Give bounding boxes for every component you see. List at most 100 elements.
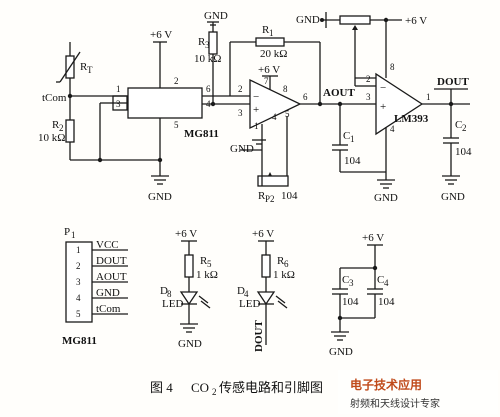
lm-pin-3: 3 [366, 92, 371, 102]
c4-value: 104 [378, 296, 395, 308]
gnd-label-2: GND [374, 192, 398, 204]
led-d4 [256, 291, 276, 306]
led-signal: +6 V R 6 1 kΩ D 4 LED DOUT [237, 228, 295, 352]
mg-pin-1: 1 [116, 84, 121, 94]
r2-ref: R [52, 119, 60, 131]
lm393-comparator: − + 2 3 8 4 1 LM393 [354, 62, 470, 180]
figure-caption: 图 4 CO 2 传感电路和引脚图 [150, 380, 323, 397]
lm-plus: + [380, 101, 386, 113]
rp2-ref: R [258, 190, 266, 202]
r1-feedback: R 1 20 kΩ [229, 24, 321, 96]
vcc-label-lm: +6 V [405, 15, 427, 27]
p1-pin-label: tCom [96, 303, 121, 315]
d8-ref-sub: 8 [167, 289, 172, 299]
p1-body [65, 241, 93, 323]
gnd-lm393: GND [374, 179, 398, 204]
d4-ref-sub: 4 [244, 289, 249, 299]
decoupling-vcc: +6 V [362, 232, 384, 244]
p1-pin-label: DOUT [96, 255, 127, 267]
watermark-line1: 电子技术应用 [350, 377, 422, 392]
c2-ref-sub: 2 [462, 123, 467, 133]
led-signal-dout: DOUT [253, 320, 265, 352]
p1-pin-label: VCC [96, 239, 119, 251]
r5-ref: R [200, 255, 208, 267]
mg-pin-6: 6 [206, 84, 211, 94]
op-pin-5: 5 [285, 109, 290, 119]
r2-value: 10 kΩ [38, 132, 65, 144]
r1-ref-sub: 1 [269, 28, 274, 38]
led-power-vcc: +6 V [175, 228, 197, 240]
c2-value: 104 [455, 146, 472, 158]
r3-ref-sub: 3 [205, 40, 210, 50]
mg-pin-5: 5 [174, 120, 179, 130]
watermark: 电子技术应用 射频和天线设计专家 [338, 370, 498, 414]
rp2-offset: GND R P2 104 [230, 116, 298, 204]
gnd-label-1: GND [148, 191, 172, 203]
op-pin-6: 6 [303, 92, 308, 102]
vcc-label-opamp: +6 V [258, 64, 280, 76]
caption-fig-number: 图 4 [150, 380, 173, 395]
pot-reference [339, 15, 371, 25]
caption-co-sub: 2 [212, 387, 217, 397]
led-signal-vcc: +6 V [252, 228, 274, 240]
gnd-lm-ref-label: GND [296, 14, 320, 26]
r1-value: 20 kΩ [260, 48, 287, 60]
c2-ref: C [455, 119, 462, 131]
r6-value: 1 kΩ [273, 269, 295, 281]
p1-pin-label: GND [96, 287, 120, 299]
gnd-pot-label: GND [230, 143, 254, 155]
c1-ref-sub: 1 [350, 134, 355, 144]
op-pin-3: 3 [238, 108, 243, 118]
r3-branch: GND R 3 10 kΩ [194, 10, 228, 107]
opamp: − + 2 3 6 7 8 1 4 5 +6 V [230, 64, 321, 131]
p1-ref-sub: 1 [71, 230, 76, 240]
lm393-label: LM393 [394, 113, 429, 125]
c4-ref-sub: 4 [384, 278, 389, 288]
lm-pin-8: 8 [390, 62, 395, 72]
c1-ref: C [343, 130, 350, 142]
p1-ref: P [64, 226, 70, 238]
caption-rest: 传感电路和引脚图 [219, 380, 323, 395]
gnd-label-3: GND [441, 191, 465, 203]
rt-ref: R [80, 61, 88, 73]
gnd-top-label: GND [204, 10, 228, 22]
r6-ref: R [277, 255, 285, 267]
c3-ref: C [342, 274, 349, 286]
opamp-plus: + [253, 104, 259, 116]
aout-net: AOUT C 1 104 [317, 87, 386, 173]
d4-label: LED [239, 298, 260, 310]
led-power-gnd: GND [178, 338, 202, 350]
c1-value: 104 [344, 155, 361, 167]
caption-co: CO [191, 380, 209, 395]
connector-p1: P 1 MG811 [62, 226, 97, 347]
op-pin-8: 8 [283, 84, 288, 94]
r5-ref-sub: 5 [207, 259, 212, 269]
r6-ref-sub: 6 [284, 259, 289, 269]
op-pin-2: 2 [238, 84, 243, 94]
mg-pin-2: 2 [174, 76, 179, 86]
p1-pin-number: 5 [76, 309, 81, 319]
op-pin-7: 7 [264, 76, 269, 86]
d8-ref: D [160, 285, 168, 297]
mg-pin-3: 3 [116, 99, 121, 109]
p1-pin-number: 2 [76, 261, 81, 271]
r5-value: 1 kΩ [196, 269, 218, 281]
mg811-label: MG811 [184, 128, 219, 140]
p1-name: MG811 [62, 335, 97, 347]
resistor-r1 [255, 37, 285, 47]
led-d8 [179, 291, 199, 306]
d4-ref: D [237, 285, 245, 297]
mg811-sensor: 2 1 3 6 4 5 MG811 [112, 76, 230, 176]
resistor-r5 [184, 254, 194, 278]
c4-ref: C [377, 274, 384, 286]
lm-pin-1: 1 [426, 92, 431, 102]
p1-pin-label: AOUT [96, 271, 127, 283]
rp2-ref-sub: P2 [265, 194, 275, 204]
tcom-label: tCom [42, 92, 67, 104]
d8-label: LED [162, 298, 183, 310]
mg811-body [127, 87, 203, 119]
rt-ref-sub: T [87, 65, 93, 75]
p1-pin-number: 3 [76, 277, 81, 287]
